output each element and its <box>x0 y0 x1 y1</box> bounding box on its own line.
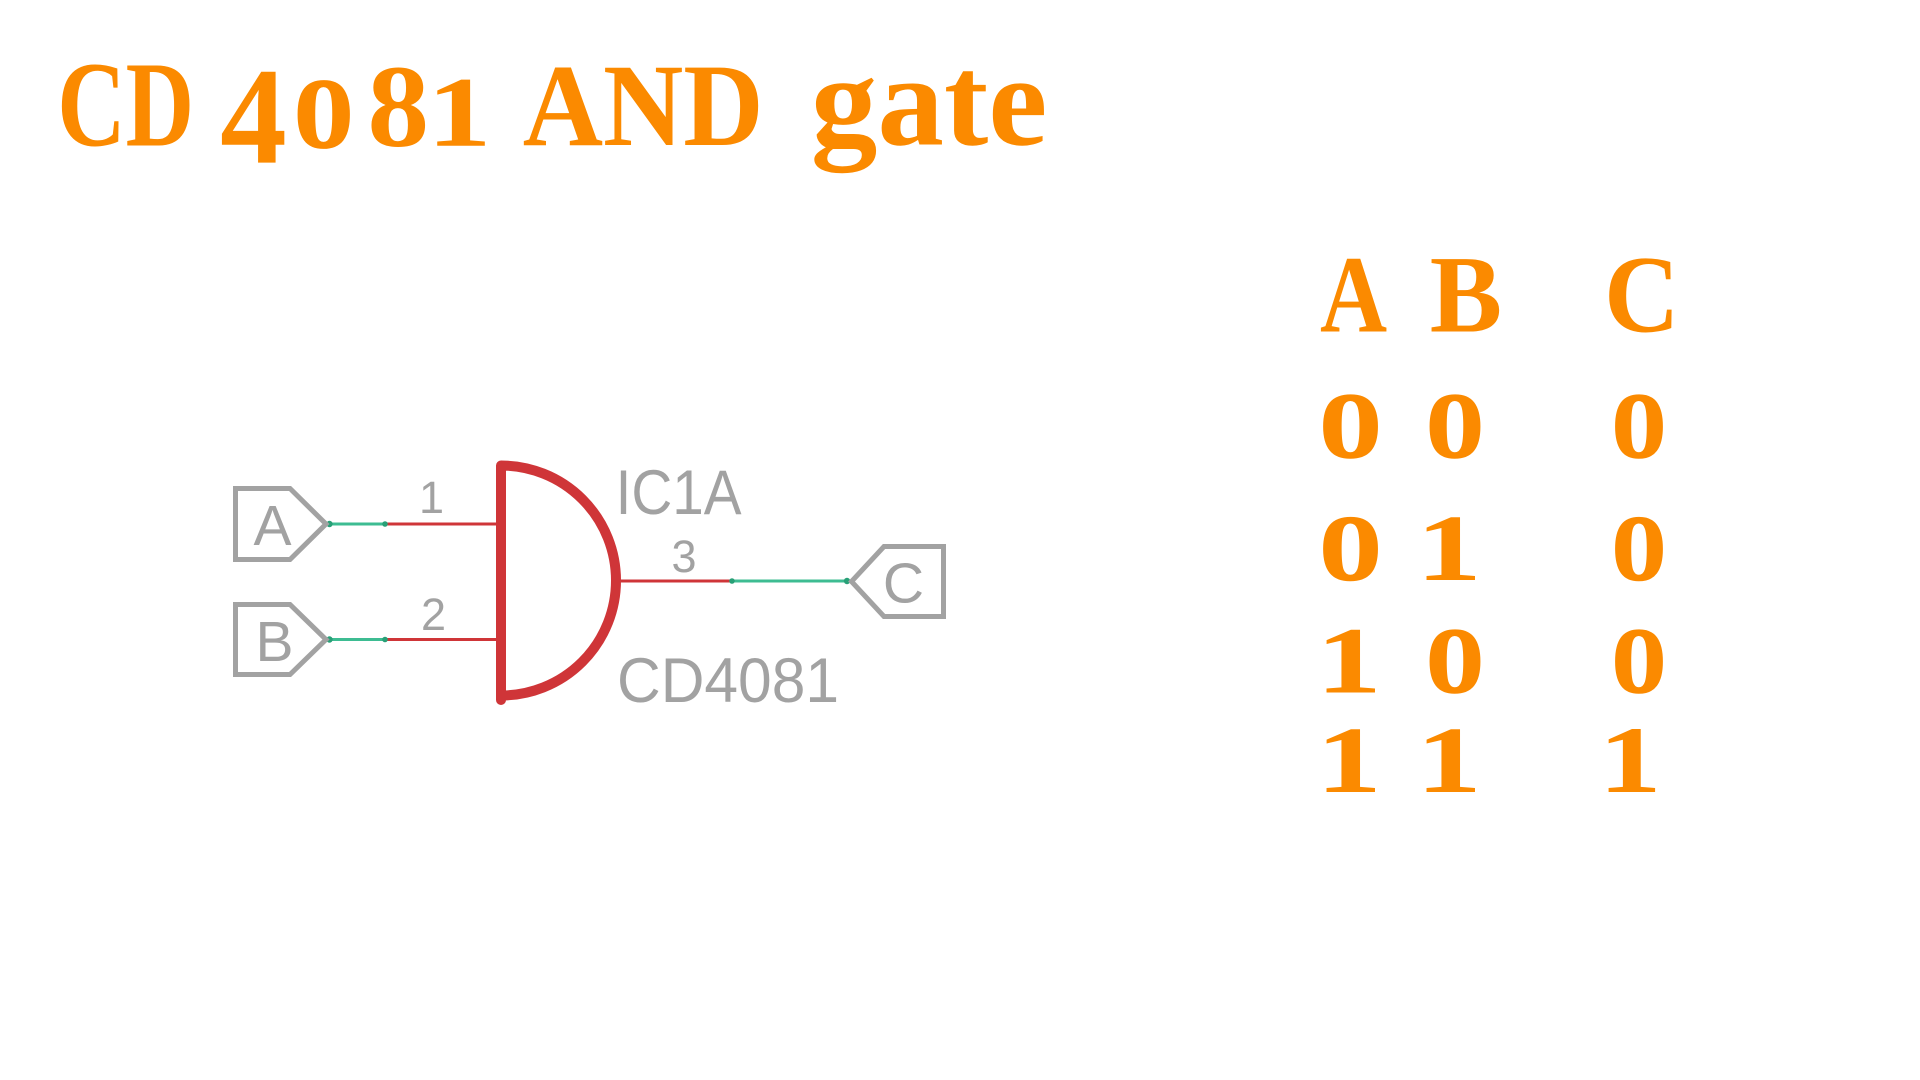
svg-text:o: o <box>1425 339 1485 487</box>
svg-text:AND: AND <box>523 40 764 171</box>
svg-text:1: 1 <box>419 472 444 523</box>
svg-text:1: 1 <box>1416 495 1482 601</box>
svg-text:o: o <box>1611 574 1667 722</box>
svg-text:CD4081: CD4081 <box>617 646 839 716</box>
svg-text:1: 1 <box>1316 707 1382 813</box>
svg-text:2: 2 <box>421 589 446 640</box>
svg-text:o: o <box>1318 461 1383 609</box>
svg-text:A: A <box>1320 234 1387 356</box>
svg-text:C: C <box>883 552 924 616</box>
svg-text:8: 8 <box>367 41 429 172</box>
svg-text:1: 1 <box>1416 707 1482 813</box>
svg-text:CD: CD <box>57 38 194 173</box>
svg-text:C: C <box>1604 234 1679 356</box>
svg-text:4: 4 <box>220 40 287 193</box>
svg-text:o: o <box>1318 339 1383 487</box>
svg-text:o: o <box>1425 574 1485 722</box>
svg-text:o: o <box>1611 339 1667 487</box>
svg-text:B: B <box>255 610 293 674</box>
svg-text:3: 3 <box>671 531 696 582</box>
svg-text:gate: gate <box>811 30 1048 174</box>
svg-text:1: 1 <box>1316 608 1382 714</box>
svg-text:B: B <box>1430 234 1502 356</box>
svg-text:o: o <box>1611 461 1667 609</box>
svg-text:IC1A: IC1A <box>616 458 742 528</box>
svg-text:1: 1 <box>1599 707 1662 813</box>
svg-text:o: o <box>293 21 355 179</box>
svg-text:A: A <box>253 494 291 558</box>
svg-text:1: 1 <box>427 57 492 168</box>
